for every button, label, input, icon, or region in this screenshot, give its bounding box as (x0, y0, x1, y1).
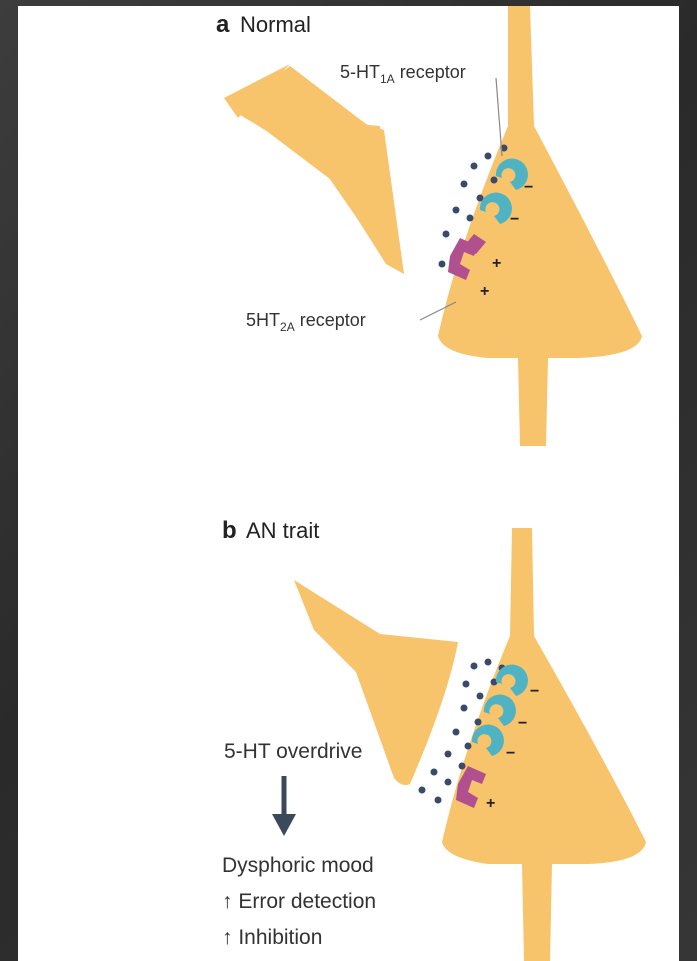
slide: a Normal (18, 0, 697, 961)
panel-a: a Normal (216, 6, 642, 446)
postsynaptic-neuron-a (438, 6, 642, 446)
serotonin-synapse-diagram: a Normal (18, 6, 679, 961)
panel-a-title: Normal (240, 12, 311, 37)
effect-inhibition: ↑ Inhibition (222, 926, 322, 949)
sign-a-4: + (480, 283, 489, 300)
sign-a-1: − (524, 179, 533, 196)
effect-error-detection: ↑ Error detection (222, 890, 376, 913)
effect-dysphoric-mood: Dysphoric mood (222, 854, 374, 877)
sign-b-4: + (486, 795, 495, 812)
sign-b-2: − (518, 715, 527, 732)
receptor-2a-label-a: 5HT2A receptor (246, 310, 366, 334)
sign-b-1: − (530, 683, 539, 700)
receptor-1a-label-a: 5-HT1A receptor (340, 62, 466, 86)
receptor-1a-leader-a (496, 78, 502, 156)
postsynaptic-neuron-b (442, 528, 646, 961)
sign-a-3: + (492, 255, 501, 272)
panel-a-letter: a (216, 11, 230, 38)
sign-a-2: − (510, 211, 519, 228)
panel-b-letter: b (222, 517, 237, 544)
sign-b-3: − (506, 745, 515, 762)
down-arrow-head-icon (272, 814, 296, 836)
panel-b: b AN trait (222, 517, 646, 961)
presynaptic-terminal-a (232, 66, 404, 274)
figure: a Normal (18, 6, 679, 961)
overdrive-label: 5-HT overdrive (224, 740, 363, 763)
panel-b-title: AN trait (246, 518, 319, 543)
